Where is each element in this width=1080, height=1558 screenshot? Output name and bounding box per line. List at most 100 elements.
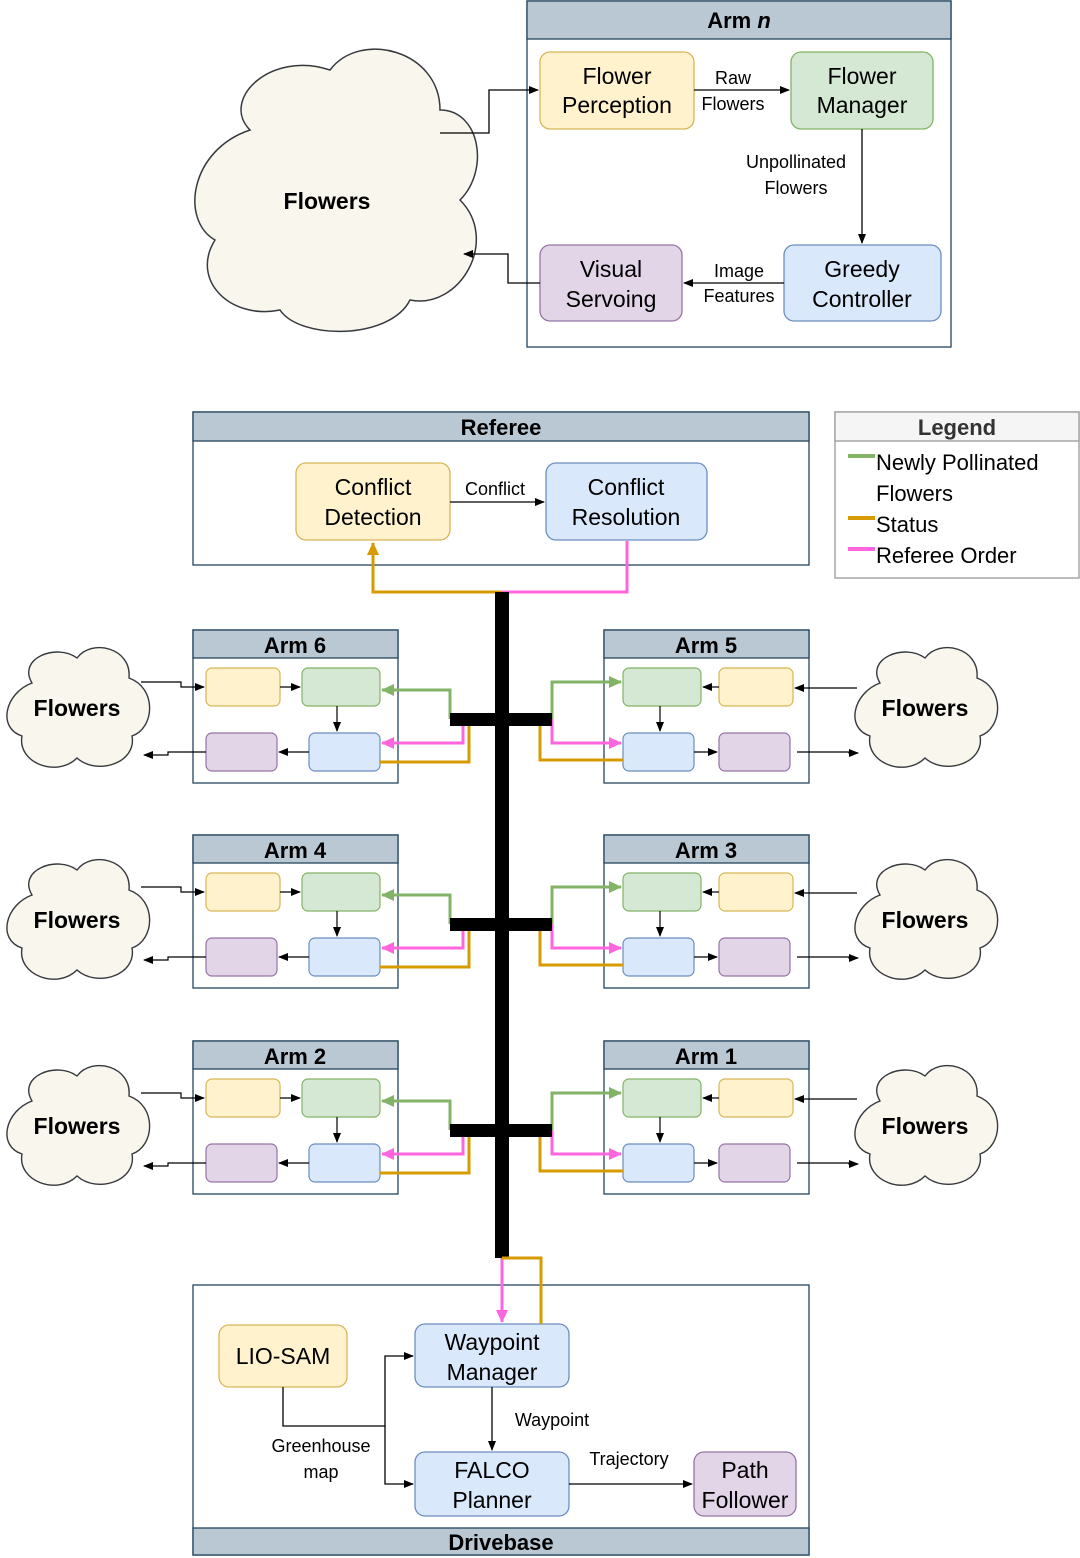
referee-header — [192, 411, 810, 442]
arm-2-servoing-to-cloud — [143, 1162, 206, 1170]
legend-item-0-line2: Flowers — [876, 481, 953, 506]
arm-4-servoing-to-cloud — [143, 956, 206, 964]
waypoint-manager-node: Waypoint Manager — [414, 1323, 570, 1388]
arm-3-status-line — [538, 924, 623, 967]
arm-6-header — [192, 629, 399, 659]
raw-flowers-label-1: Raw — [715, 68, 752, 88]
arm-2-manager-box — [301, 1078, 381, 1118]
path-follower-line2: Follower — [702, 1487, 789, 1513]
arm-2-title: Arm 2 — [264, 1044, 326, 1069]
arm-2-order-line — [381, 1130, 465, 1160]
arm-4-pollinated-line — [381, 889, 452, 924]
raw-flowers-label-2: Flowers — [701, 94, 764, 114]
arm-n-title: Arm n — [707, 8, 771, 33]
conflict-resolution-node: Conflict Resolution — [545, 462, 708, 541]
bus-branch-row2 — [450, 918, 552, 931]
arm-3-perception-box — [718, 872, 794, 912]
arm-1-status-line — [538, 1130, 623, 1173]
arm-3-manager-box — [622, 872, 702, 912]
waypoint-manager-line1: Waypoint — [444, 1329, 540, 1355]
arm-3-order-line — [550, 924, 622, 954]
conflict-resolution-line1: Conflict — [588, 474, 665, 500]
arm-4-controller-box — [308, 937, 381, 977]
legend-title: Legend — [918, 415, 996, 440]
greedy-controller-line2: Controller — [812, 286, 912, 312]
arm-4-perception-box — [205, 872, 281, 912]
arm-6-servoing-box — [205, 732, 278, 772]
bus-branch-row1 — [450, 713, 552, 726]
flower-manager-line2: Manager — [817, 92, 908, 118]
arm-2-flowers-label: Flowers — [34, 1113, 121, 1139]
arm-6-manager-box — [301, 667, 381, 707]
unpollinated-label-2: Flowers — [764, 178, 827, 198]
lio-sam-label: LIO-SAM — [236, 1343, 331, 1369]
arm-3-flowers-cloud: Flowers — [854, 859, 999, 980]
arm-1-manager-box — [622, 1078, 702, 1118]
visual-servoing-node: Visual Servoing — [539, 244, 683, 322]
resolution-order-line — [502, 541, 629, 594]
arm-5-servoing-box — [718, 732, 791, 772]
arm-6-flowers-cloud: Flowers — [6, 647, 151, 768]
greenhouse-map-label-1: Greenhouse — [271, 1436, 370, 1456]
flower-perception-line1: Flower — [582, 63, 651, 89]
arm-6-pollinated-line — [381, 684, 452, 719]
communication-bus — [450, 592, 552, 1258]
legend-item-2-line1: Referee Order — [876, 543, 1017, 568]
arm-6-perception-box — [205, 667, 281, 707]
arm-4-cloud-to-perception — [141, 886, 205, 896]
bus-branch-row3 — [450, 1124, 552, 1137]
arm-2-panel: Arm 2 — [192, 1040, 399, 1195]
arm-6-controller-box — [308, 732, 381, 772]
arm-3-panel: Arm 3 — [603, 834, 810, 989]
arm-5-header — [603, 629, 810, 659]
arm-6-status-line — [380, 719, 471, 764]
image-features-label-1: Image — [714, 261, 764, 281]
falco-planner-line1: FALCO — [454, 1457, 529, 1483]
arm-1-header — [603, 1040, 810, 1070]
visual-servoing-line2: Servoing — [566, 286, 657, 312]
conflict-detection-line1: Conflict — [335, 474, 412, 500]
conflict-resolution-line2: Resolution — [572, 504, 681, 530]
status-from-waypoint-line — [502, 1256, 543, 1324]
arm-5-panel: Arm 5 — [603, 629, 810, 784]
cloud-to-perception-arrow — [440, 86, 539, 134]
visual-servoing-line1: Visual — [580, 256, 642, 282]
arm-4-header — [192, 834, 399, 864]
arm-6-panel: Arm 6 — [192, 629, 399, 784]
status-to-detection-line — [367, 542, 502, 594]
falco-planner-line2: Planner — [452, 1487, 532, 1513]
conflict-detection-node: Conflict Detection — [295, 462, 451, 541]
referee-title: Referee — [461, 415, 542, 440]
arm-1-title: Arm 1 — [675, 1044, 737, 1069]
arm-6-servoing-to-cloud — [143, 751, 206, 759]
arm-4-panel: Arm 4 — [192, 834, 399, 989]
arm-5-servoing-to-cloud — [797, 749, 859, 757]
arm-6-order-line — [381, 719, 465, 749]
arm-1-flowers-cloud: Flowers — [854, 1065, 999, 1186]
arm-2-pollinated-line — [381, 1095, 452, 1130]
arm-2-cloud-to-perception — [141, 1092, 205, 1102]
path-follower-node: Path Follower — [693, 1451, 797, 1517]
arm-6-title: Arm 6 — [264, 633, 326, 658]
waypoint-manager-line2: Manager — [447, 1359, 538, 1385]
conflict-label: Conflict — [465, 479, 525, 499]
servoing-to-cloud-arrow — [463, 250, 540, 284]
arm-5-controller-box — [622, 732, 695, 772]
arm-4-status-line — [380, 924, 471, 969]
arm-n-edge-labels: Raw Flowers Unpollinated Flowers Image F… — [701, 68, 846, 306]
path-follower-line1: Path — [721, 1457, 768, 1483]
flower-perception-node: Flower Perception — [539, 51, 695, 130]
arm-3-controller-box — [622, 937, 695, 977]
arm-5-manager-box — [622, 667, 702, 707]
legend: Legend Newly Pollinated Flowers Status R… — [834, 411, 1080, 579]
drivebase-title: Drivebase — [448, 1530, 553, 1555]
legend-header — [834, 411, 1080, 442]
arm-3-servoing-box — [718, 937, 791, 977]
arm-2-flowers-cloud: Flowers — [6, 1065, 151, 1186]
arm-1-controller-box — [622, 1143, 695, 1183]
arm-5-perception-box — [718, 667, 794, 707]
flower-manager-node: Flower Manager — [790, 51, 934, 130]
arm-4-flowers-label: Flowers — [34, 907, 121, 933]
waypoint-edge-label: Waypoint — [515, 1410, 589, 1430]
